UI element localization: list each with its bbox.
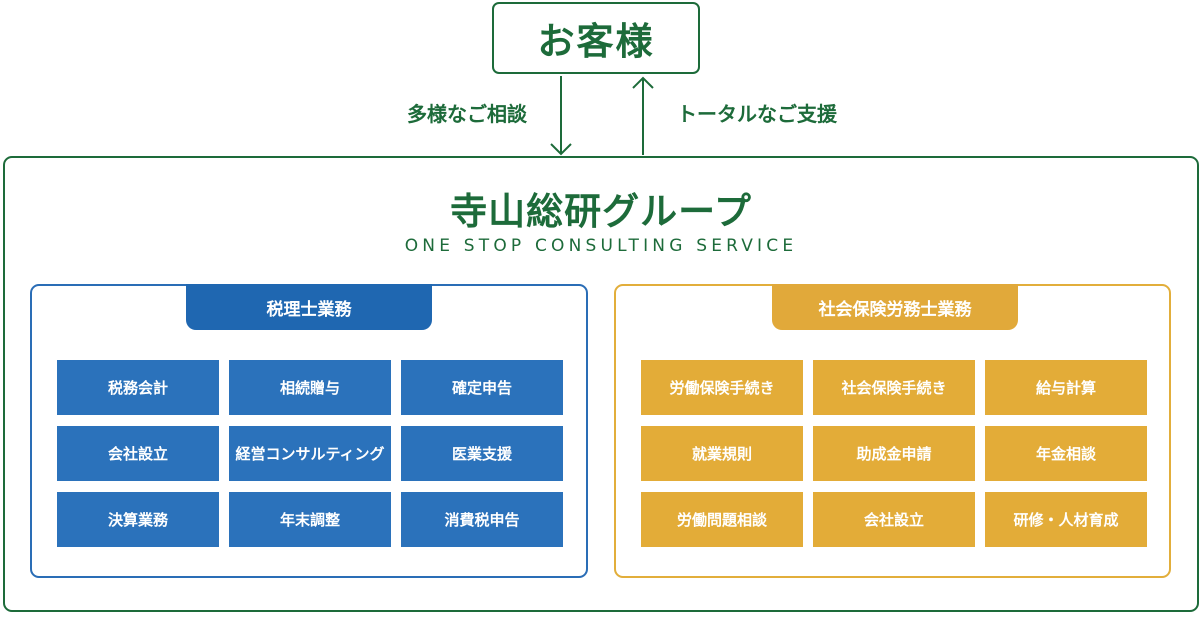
consultation-label: 多様なご相談 — [407, 102, 527, 126]
labor-service-item: 労働保険手続き — [641, 360, 803, 415]
labor-service-item: 就業規則 — [641, 426, 803, 481]
customer-box: お客様 — [492, 2, 700, 74]
group-subtitle: ONE STOP CONSULTING SERVICE — [404, 236, 798, 256]
down-arrow-head — [550, 143, 572, 156]
labor-service-item: 給与計算 — [985, 360, 1147, 415]
labor-service-item: 助成金申請 — [813, 426, 975, 481]
group-title: 寺山総研グループ — [450, 190, 752, 233]
support-label: トータルなご支援 — [677, 102, 837, 126]
tax-service-item: 税務会計 — [57, 360, 219, 415]
tax-service-item: 相続贈与 — [229, 360, 391, 415]
tax-service-item: 決算業務 — [57, 492, 219, 547]
up-arrow-head — [632, 76, 654, 89]
labor-panel-header: 社会保険労務士業務 — [772, 284, 1018, 330]
tax-service-item: 消費税申告 — [401, 492, 563, 547]
labor-service-item: 会社設立 — [813, 492, 975, 547]
labor-panel: 社会保険労務士業務 労働保険手続き 社会保険手続き 給与計算 就業規則 助成金申… — [614, 284, 1171, 578]
customer-title: お客様 — [537, 20, 655, 63]
tax-service-item: 会社設立 — [57, 426, 219, 481]
tax-service-item: 年末調整 — [229, 492, 391, 547]
labor-service-item: 年金相談 — [985, 426, 1147, 481]
tax-service-item: 経営コンサルティング — [229, 426, 391, 481]
tax-panel-header: 税理士業務 — [186, 284, 432, 330]
tax-service-item: 確定申告 — [401, 360, 563, 415]
labor-service-item: 研修・人材育成 — [985, 492, 1147, 547]
tax-service-item: 医業支援 — [401, 426, 563, 481]
tax-panel: 税理士業務 税務会計 相続贈与 確定申告 会社設立 経営コンサルティング 医業支… — [30, 284, 588, 578]
labor-service-item: 社会保険手続き — [813, 360, 975, 415]
labor-service-item: 労働問題相談 — [641, 492, 803, 547]
